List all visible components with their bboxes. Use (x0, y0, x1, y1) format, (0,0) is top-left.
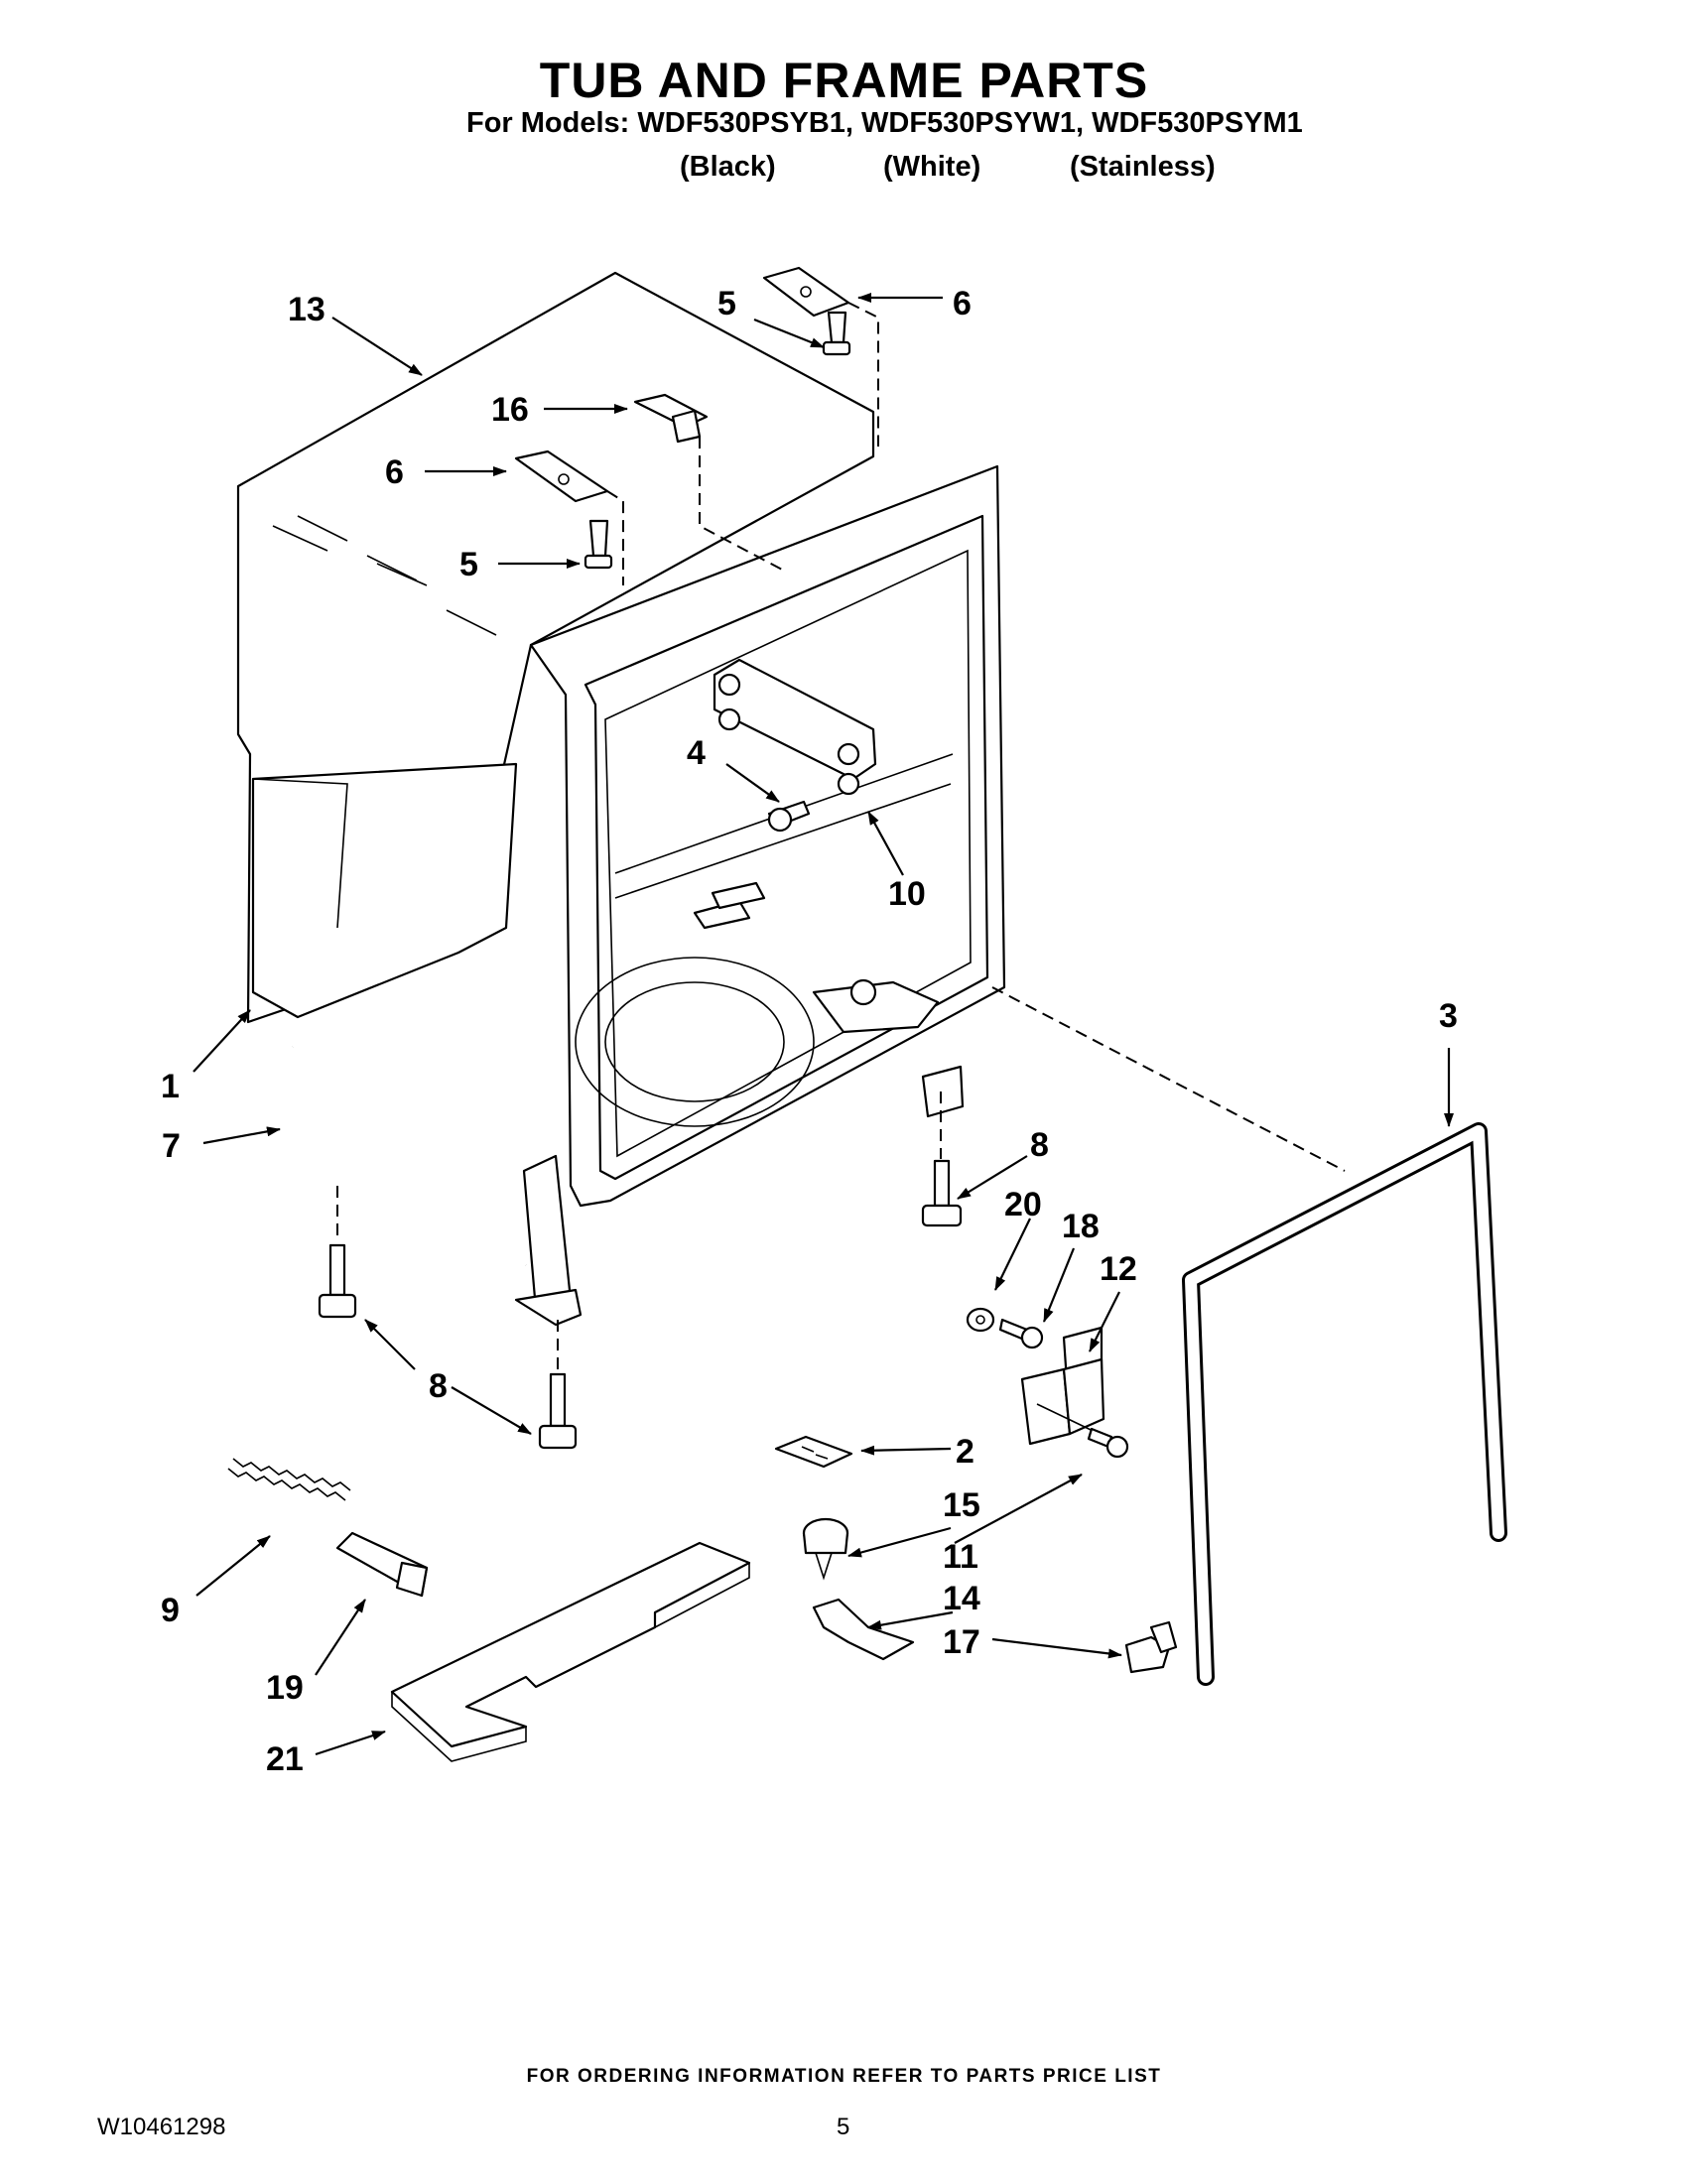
callout-11: 11 (943, 1538, 978, 1576)
callout-15: 15 (943, 1486, 980, 1524)
part-18-screw (998, 1318, 1044, 1349)
part-12-bracket (1020, 1326, 1110, 1446)
part-4-screw (767, 800, 811, 833)
part-9-spring (227, 1458, 351, 1501)
ordering-note: FOR ORDERING INFORMATION REFER TO PARTS … (526, 2066, 1162, 2087)
callout-7: 7 (162, 1127, 181, 1165)
callout-6-upper: 6 (953, 285, 972, 322)
part-19-pad (335, 1531, 429, 1598)
callout-12: 12 (1100, 1250, 1137, 1288)
callout-19: 19 (266, 1669, 304, 1707)
part-5-upper-screw (822, 311, 851, 356)
color-stainless: (Stainless) (1070, 151, 1216, 183)
callout-5-lower: 5 (459, 546, 478, 583)
leader-lines (193, 293, 1454, 1756)
callout-10: 10 (888, 875, 926, 913)
part-17-clip (1124, 1620, 1178, 1674)
callout-8-left: 8 (429, 1367, 448, 1405)
callout-18: 18 (1062, 1208, 1100, 1245)
callout-9: 9 (161, 1592, 180, 1629)
callout-3: 3 (1439, 997, 1458, 1035)
part-16-clip (633, 393, 785, 572)
part-15-sensor (802, 1517, 849, 1581)
part-21-panel (390, 1541, 751, 1762)
part-6-upper-bracket (762, 266, 879, 447)
callout-4: 4 (687, 734, 706, 772)
color-black: (Black) (680, 151, 776, 183)
tub-assembly (236, 271, 1346, 1327)
page-title: TUB AND FRAME PARTS (539, 53, 1149, 108)
part-14-bracket (812, 1598, 915, 1661)
part-8-leg-right (921, 1092, 963, 1227)
callout-13: 13 (288, 291, 325, 328)
callout-20: 20 (1004, 1186, 1042, 1223)
callout-21: 21 (266, 1740, 304, 1778)
callout-16: 16 (491, 391, 529, 429)
page-number: 5 (837, 2114, 850, 2140)
part-7-drain-hose (275, 1045, 527, 1267)
callout-14: 14 (943, 1580, 980, 1617)
callout-6-lower: 6 (385, 453, 404, 491)
part-5-lower-screw (584, 519, 613, 570)
callout-1: 1 (161, 1068, 180, 1105)
callout-numbers: 13 5 6 16 6 5 4 10 1 7 3 8 20 18 12 8 2 … (161, 285, 1458, 1778)
part-6-lower-bracket (514, 450, 624, 585)
callout-2: 2 (956, 1433, 974, 1471)
part-3-door-seal (1182, 1122, 1507, 1686)
callout-5-upper: 5 (717, 285, 736, 322)
part-20-washer (966, 1307, 995, 1333)
part-2-pad (774, 1435, 853, 1469)
part-8-leg-left-front (538, 1320, 578, 1450)
part-8-leg-left-rear (318, 1186, 357, 1319)
callout-17: 17 (943, 1623, 980, 1661)
callout-8-right: 8 (1030, 1126, 1049, 1164)
color-white: (White) (883, 151, 981, 183)
document-number: W10461298 (97, 2114, 226, 2140)
part-11-screw (1087, 1427, 1129, 1459)
models-subtitle: For Models: WDF530PSYB1, WDF530PSYW1, WD… (466, 107, 1303, 139)
